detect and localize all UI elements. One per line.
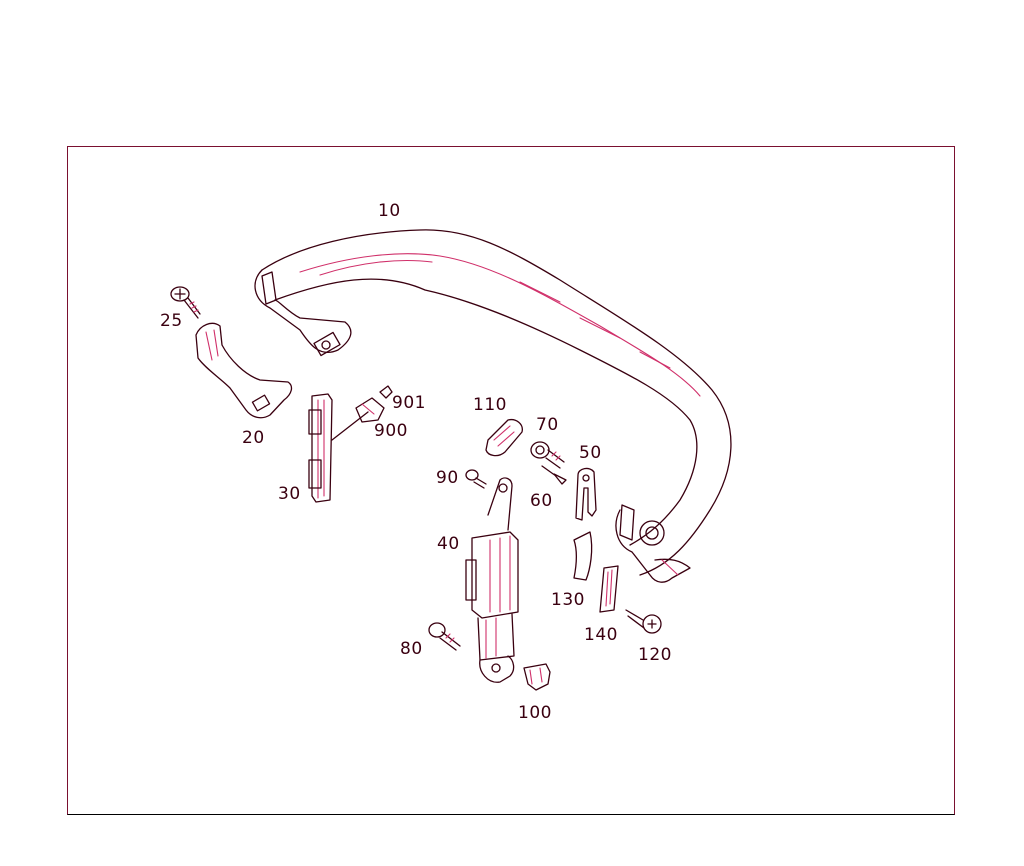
diagram-frame xyxy=(67,146,955,815)
callout-120: 120 xyxy=(638,645,672,665)
part-110-clip xyxy=(485,418,523,457)
callout-60: 60 xyxy=(530,491,553,511)
part-120-screw xyxy=(625,609,662,634)
callout-30: 30 xyxy=(278,484,301,504)
part-130-pad xyxy=(573,531,593,581)
part-10-roll-bar xyxy=(254,229,732,583)
callout-130: 130 xyxy=(551,590,585,610)
part-60-screw xyxy=(541,465,567,485)
part-70-bolt xyxy=(530,441,565,469)
callout-20: 20 xyxy=(242,428,265,448)
part-50-clamp xyxy=(575,467,597,521)
part-900-connector xyxy=(355,385,393,423)
callout-140: 140 xyxy=(584,625,618,645)
callout-25: 25 xyxy=(160,311,183,331)
callout-40: 40 xyxy=(437,534,460,554)
part-140-plate xyxy=(599,565,619,613)
part-80-bolt xyxy=(428,622,461,651)
part-20-bracket xyxy=(195,322,293,419)
callout-900: 900 xyxy=(374,421,408,441)
callout-901: 901 xyxy=(392,393,426,413)
callout-10: 10 xyxy=(378,201,401,221)
part-25-screw xyxy=(170,286,201,319)
part-40-actuator xyxy=(465,477,519,683)
callout-110: 110 xyxy=(473,395,507,415)
callout-100: 100 xyxy=(518,703,552,723)
callout-90: 90 xyxy=(436,468,459,488)
callout-80: 80 xyxy=(400,639,423,659)
callout-70: 70 xyxy=(536,415,559,435)
callout-50: 50 xyxy=(579,443,602,463)
part-90-bolt xyxy=(465,469,487,489)
part-30-sensor-strip xyxy=(308,393,369,503)
part-100-clip xyxy=(523,663,551,691)
